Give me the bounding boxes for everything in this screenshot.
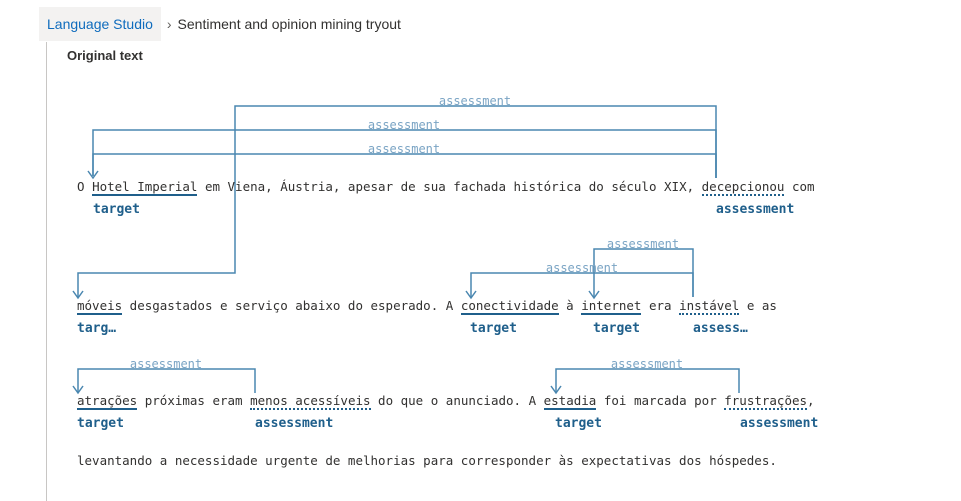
target-role-label: target — [470, 321, 517, 336]
arc-label: assessment — [368, 142, 440, 156]
arc-label: assessment — [611, 357, 683, 371]
breadcrumb-current-page: Sentiment and opinion mining tryout — [177, 16, 401, 32]
text-span: era — [641, 298, 680, 313]
target-token[interactable]: atrações — [77, 393, 138, 410]
text-span: à — [558, 298, 582, 313]
target-token[interactable]: internet — [581, 298, 642, 315]
assessment-token[interactable]: instável — [679, 298, 740, 315]
text-span: , — [807, 393, 815, 408]
text-line: móveis desgastados e serviço abaixo do e… — [77, 298, 777, 315]
arrowhead — [550, 385, 562, 395]
assessment-role-label: assessment — [716, 202, 795, 217]
section-title: Original text — [67, 48, 143, 63]
target-role-label: targ… — [77, 321, 117, 336]
target-role-label: target — [555, 416, 602, 431]
text-span: O — [77, 179, 93, 194]
text-span: com — [784, 179, 815, 194]
relation-arc — [92, 153, 717, 178]
text-span: do que o anunciado. A — [370, 393, 544, 408]
arc-label: assessment — [130, 357, 202, 371]
arrowhead — [588, 290, 600, 300]
target-role-label: target — [593, 321, 640, 336]
relation-arc — [77, 368, 256, 393]
target-role-label: target — [77, 416, 124, 431]
text-span: próximas eram — [137, 393, 251, 408]
text-line: atrações próximas eram menos acessíveis … — [77, 393, 815, 410]
arc-label: assessment — [368, 118, 440, 132]
relation-arc — [555, 368, 740, 393]
breadcrumb: Language Studio › Sentiment and opinion … — [39, 7, 401, 41]
target-role-label: target — [93, 202, 140, 217]
text-span: foi marcada por — [596, 393, 725, 408]
target-token[interactable]: estadia — [543, 393, 597, 410]
target-token[interactable]: Hotel Imperial — [92, 179, 198, 196]
text-span: em Viena, Áustria, apesar de sua fachada… — [197, 179, 702, 194]
assessment-role-label: assessment — [255, 416, 334, 431]
chevron-right-icon: › — [166, 16, 172, 32]
relation-arc — [77, 105, 717, 297]
relation-arc — [470, 272, 694, 297]
breadcrumb-home-link[interactable]: Language Studio — [39, 7, 161, 41]
assessment-token[interactable]: decepcionou — [701, 179, 785, 196]
arrowhead — [87, 170, 99, 180]
target-token[interactable]: móveis — [77, 298, 123, 315]
assessment-token[interactable]: menos acessíveis — [250, 393, 371, 410]
assessment-token[interactable]: frustrações — [724, 393, 808, 410]
arc-label: assessment — [546, 261, 618, 275]
text-span: e as — [739, 298, 777, 313]
arrowhead — [72, 290, 84, 300]
assessment-role-label: assessment — [740, 416, 819, 431]
arrowhead — [465, 290, 477, 300]
text-span: desgastados e serviço abaixo do esperado… — [122, 298, 461, 313]
assessment-role-label: assess… — [693, 321, 748, 336]
content-left-border — [46, 42, 47, 501]
arc-label: assessment — [439, 94, 511, 108]
target-token[interactable]: conectividade — [460, 298, 559, 315]
text-line: levantando a necessidade urgente de melh… — [77, 453, 777, 468]
arc-label: assessment — [607, 237, 679, 251]
arrowhead — [72, 385, 84, 395]
text-line: O Hotel Imperial em Viena, Áustria, apes… — [77, 179, 815, 196]
